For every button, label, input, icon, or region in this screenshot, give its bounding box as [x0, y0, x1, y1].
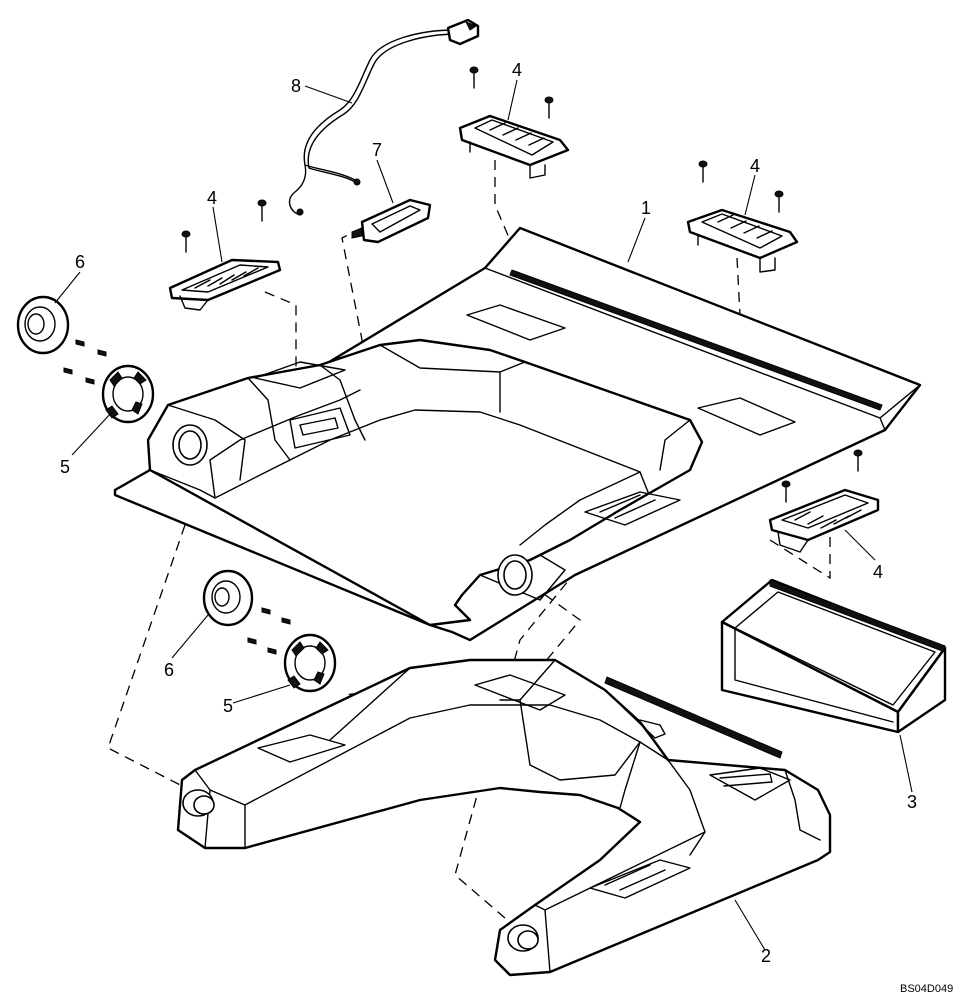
callout-6-lower: 6 [164, 660, 174, 680]
callout-5-upper: 5 [60, 457, 70, 477]
callout-3: 3 [907, 792, 917, 812]
bezel-ring-lower [283, 633, 337, 693]
callout-4-lower-right: 4 [873, 562, 883, 582]
screw-icon [698, 160, 708, 183]
callout-2: 2 [761, 946, 771, 966]
callout-8: 8 [291, 76, 301, 96]
grommet-ring-lower [202, 569, 254, 627]
callout-labels: 1 2 3 4 4 4 4 5 5 6 6 7 8 BS04D049 [60, 60, 953, 995]
air-duct-box [720, 578, 947, 734]
vent-louver-upper-left [168, 258, 282, 311]
drawing-reference-number: BS04D049 [900, 983, 953, 995]
callout-6-upper: 6 [75, 252, 85, 272]
callout-5-lower: 5 [223, 696, 233, 716]
wire-harness [288, 18, 480, 216]
leader-lines [54, 79, 913, 951]
screw-icon [544, 96, 554, 119]
screw-icon [781, 480, 791, 503]
screw-icon [257, 199, 267, 222]
vent-louver-upper-right [686, 208, 799, 273]
upper-headliner-panel [113, 226, 922, 642]
callout-4-upper-center: 4 [512, 60, 522, 80]
vent-louver-lower-right [768, 488, 880, 553]
bezel-ring-upper [101, 364, 155, 424]
callout-7: 7 [372, 140, 382, 160]
grommet-ring-upper [16, 295, 70, 355]
lower-u-frame [176, 658, 832, 977]
callout-4-upper-right: 4 [750, 156, 760, 176]
mounting-screws [181, 66, 863, 503]
screw-icon [774, 190, 784, 213]
screw-icon [469, 66, 479, 89]
grommet-screws [63, 339, 291, 655]
screw-icon [853, 449, 863, 472]
callout-1: 1 [641, 198, 651, 218]
vent-louver-upper-center [458, 114, 570, 179]
dome-light [351, 198, 432, 244]
callout-4-upper-left: 4 [207, 188, 217, 208]
screw-icon [181, 230, 191, 253]
